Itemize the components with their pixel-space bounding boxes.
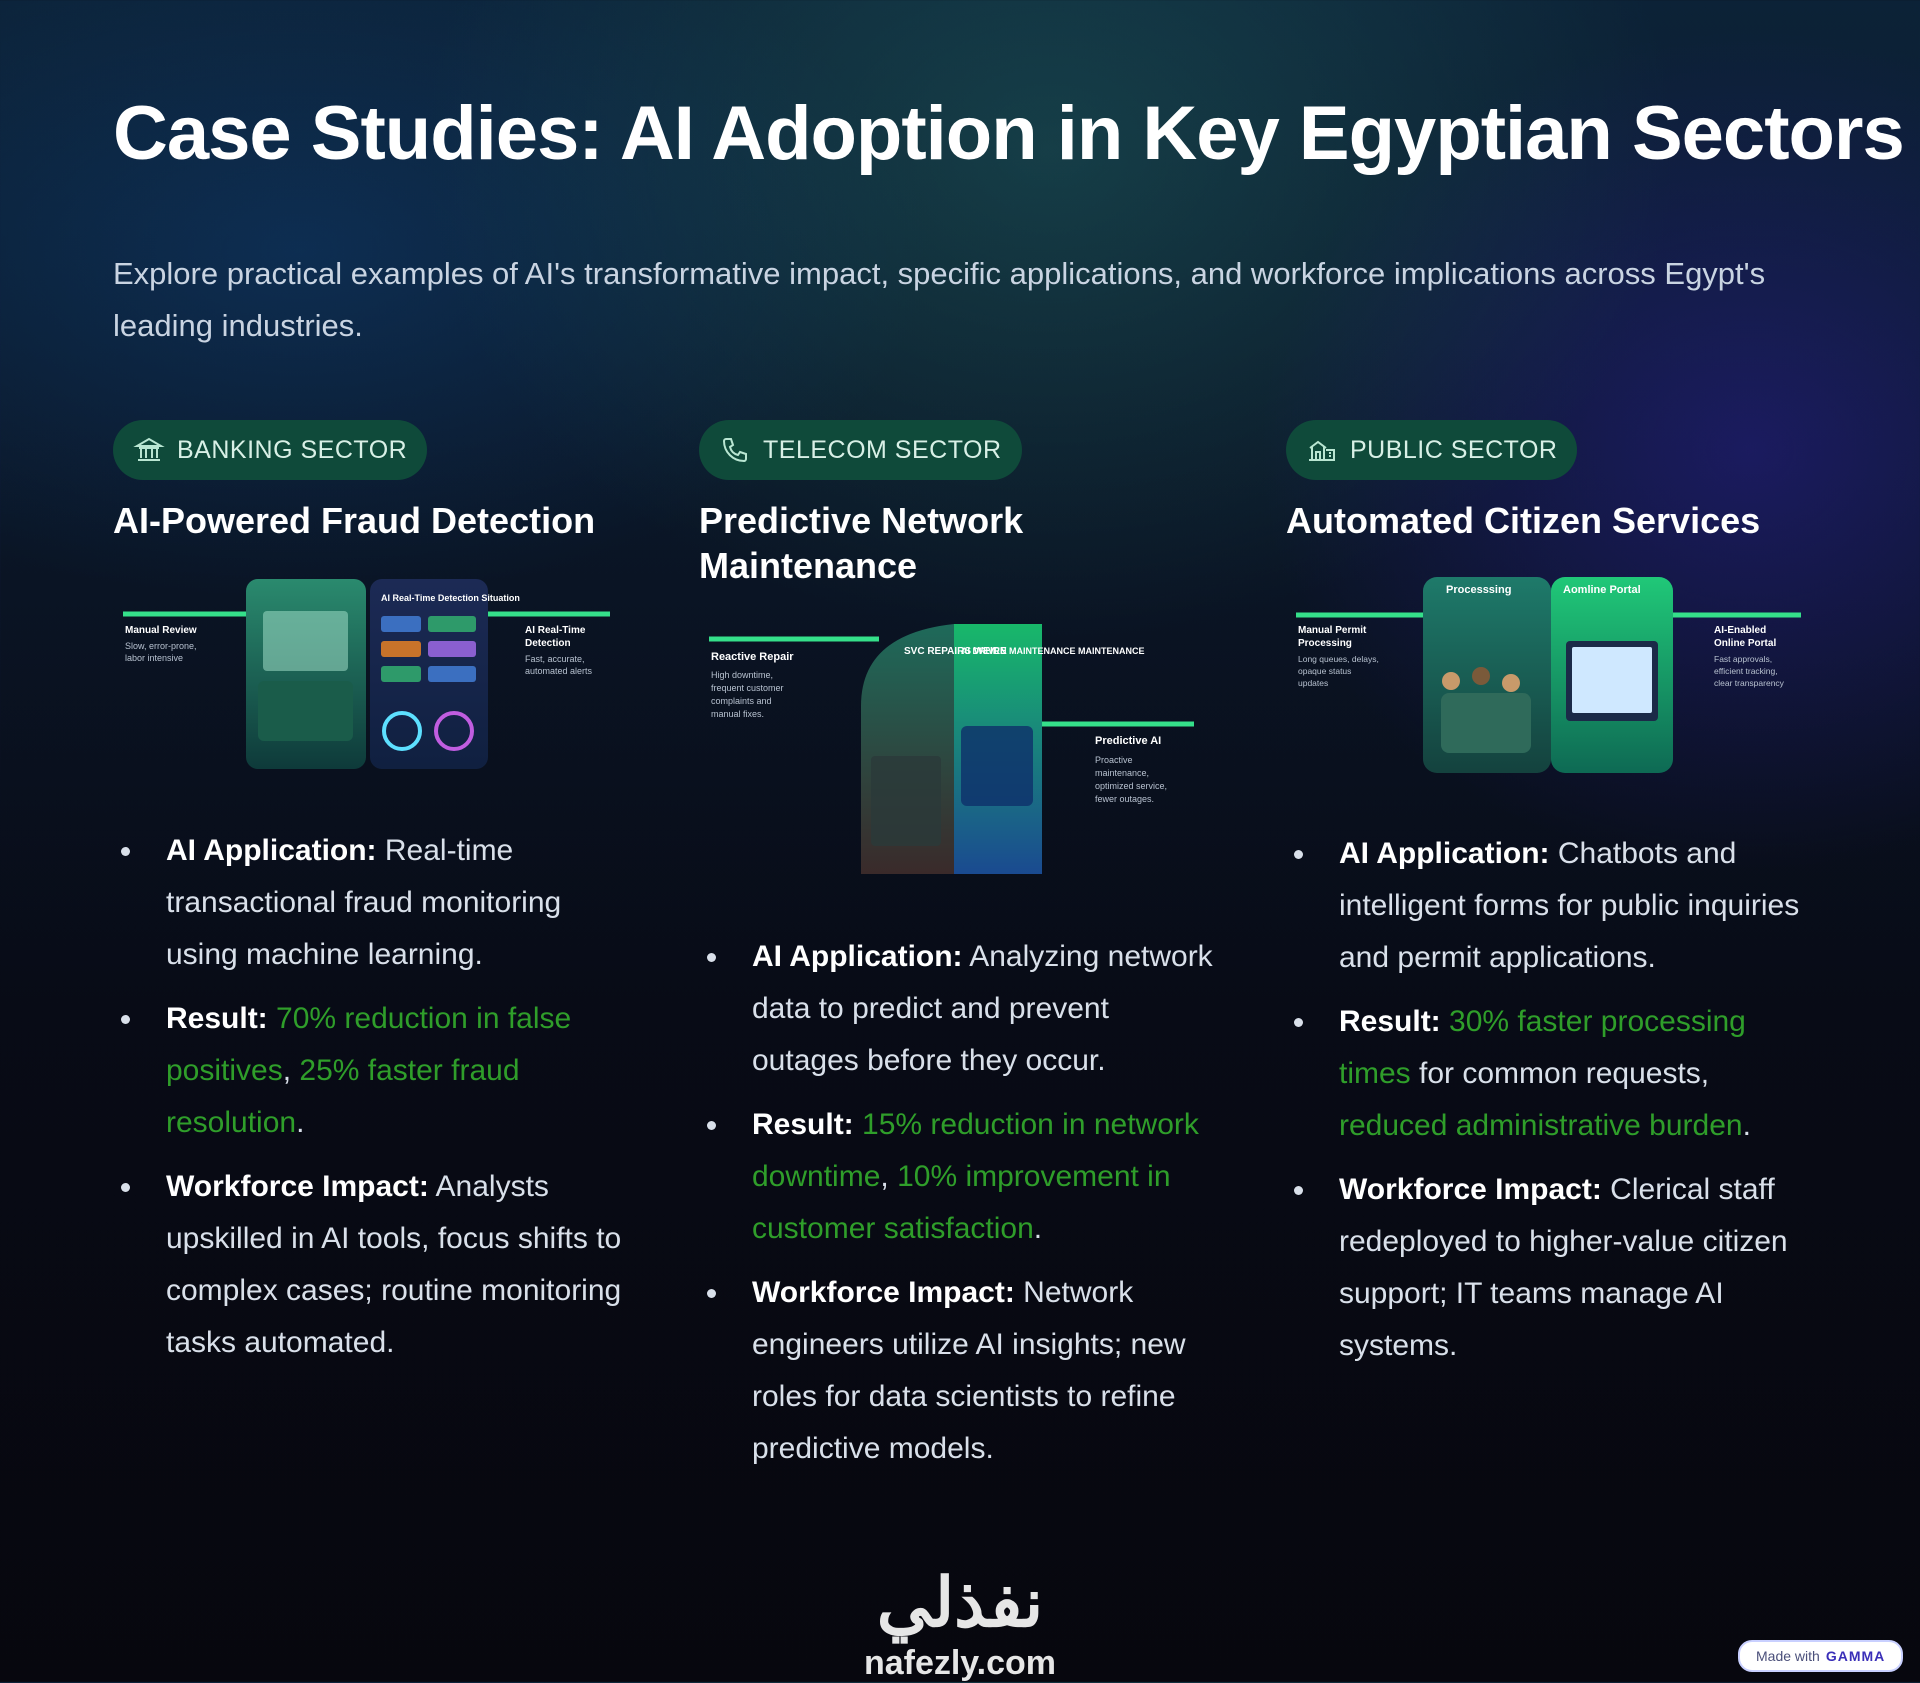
right-desc-line: Proactive [1095, 755, 1133, 765]
bullet-ai-application: AI Application: Chatbots and intelligent… [1286, 828, 1806, 984]
bullet-workforce-impact: Workforce Impact: Clerical staff redeplo… [1286, 1164, 1806, 1372]
sector-badge-label: PUBLIC SECTOR [1350, 435, 1558, 464]
bullet-list: AI Application: Real-time transactional … [113, 825, 633, 1369]
panel-title: SVC REPAIRS WEIRE [904, 646, 1007, 657]
illustration-network-maintenance: SVC REPAIRS WEIRE AI DRIVEN MAINTENANCE … [699, 616, 1209, 881]
case-study-telecom: TELECOM SECTOR Predictive Network Mainte… [699, 420, 1219, 1487]
left-desc-line: manual fixes. [711, 709, 764, 719]
right-label-line: AI-Enabled [1714, 625, 1766, 636]
sector-badge-public: PUBLIC SECTOR [1286, 420, 1578, 480]
left-desc-line: labor intensive [125, 653, 183, 663]
bullet-ai-application: AI Application: Real-time transactional … [113, 825, 633, 981]
government-building-icon [1309, 440, 1335, 461]
right-label-line: AI Real-Time [525, 625, 586, 636]
page-title: Case Studies: AI Adoption in Key Egyptia… [113, 91, 1905, 176]
panel-title: AI Real-Time Detection Situation [381, 593, 520, 603]
right-desc-line: clear transparency [1714, 678, 1785, 688]
sector-badge-banking: BANKING SECTOR [113, 420, 428, 480]
nafezly-logo: نفذلي nafezly.com [830, 1568, 1090, 1683]
illustration-fraud-detection: AI Real-Time Detection Situation Manual … [113, 571, 623, 781]
case-study-public-sector: PUBLIC SECTOR Automated Citizen Services… [1286, 420, 1806, 1384]
bullet-ai-application: AI Application: Analyzing network data t… [699, 931, 1219, 1087]
illustration-citizen-services: Processsing Aomline Portal Manual Permit… [1286, 571, 1801, 786]
page-subtitle: Explore practical examples of AI's trans… [113, 256, 1766, 343]
left-label: Manual Review [125, 625, 197, 636]
panel-title: Processsing [1446, 584, 1511, 596]
right-desc-line: automated alerts [525, 666, 593, 676]
left-label: Reactive Repair [711, 651, 794, 663]
right-desc-line: optimized service, [1095, 781, 1167, 791]
made-with-gamma-badge[interactable]: Made with GAMMA [1738, 1640, 1904, 1672]
left-desc-line: Slow, error-prone, [125, 641, 197, 651]
left-label-line: Manual Permit [1298, 625, 1367, 636]
gamma-prefix: Made with [1756, 1648, 1820, 1664]
panel-title: AI DRIVEN MAINTENANCE MAINTENANCE [961, 646, 1145, 656]
right-desc-line: efficient tracking, [1714, 666, 1778, 676]
bank-icon [133, 437, 165, 461]
gamma-brand: GAMMA [1825, 1648, 1886, 1664]
bullet-list: AI Application: Chatbots and intelligent… [1286, 828, 1806, 1372]
right-label-line: Online Portal [1714, 638, 1776, 649]
right-desc-line: Fast approvals, [1714, 654, 1772, 664]
left-label-line: Processing [1298, 638, 1352, 649]
right-desc-line: fewer outages. [1095, 794, 1154, 804]
sector-badge-label: BANKING SECTOR [177, 435, 408, 464]
right-label-line: Detection [525, 638, 571, 649]
case-study-banking: BANKING SECTOR AI-Powered Fraud Detectio… [113, 420, 633, 1381]
case-title: Automated Citizen Services [1286, 500, 1761, 541]
panel-title: Aomline Portal [1563, 584, 1641, 596]
sector-badge-label: TELECOM SECTOR [763, 435, 1002, 464]
bullet-workforce-impact: Workforce Impact: Network engineers util… [699, 1267, 1219, 1475]
left-desc-line: Long queues, delays, [1298, 654, 1379, 664]
bullet-result: Result: 70% reduction in false positives… [113, 993, 633, 1149]
case-title: Predictive Network Maintenance [699, 500, 1024, 586]
bullet-workforce-impact: Workforce Impact: Analysts upskilled in … [113, 1161, 633, 1369]
bullet-list: AI Application: Analyzing network data t… [699, 931, 1219, 1475]
case-title: AI-Powered Fraud Detection [113, 500, 596, 541]
logo-latin-text: nafezly.com [863, 1644, 1057, 1682]
left-desc-line: High downtime, [711, 670, 773, 680]
left-desc-line: complaints and [711, 696, 772, 706]
bullet-result: Result: 15% reduction in network downtim… [699, 1099, 1219, 1255]
left-desc-line: frequent customer [711, 683, 784, 693]
right-desc-line: Fast, accurate, [525, 654, 585, 664]
left-desc-line: updates [1298, 678, 1328, 688]
left-desc-line: opaque status [1298, 666, 1351, 676]
right-desc-line: maintenance, [1095, 768, 1149, 778]
phone-icon [722, 438, 747, 463]
sector-badge-telecom: TELECOM SECTOR [699, 420, 1022, 480]
bullet-result: Result: 30% faster processing times for … [1286, 996, 1806, 1152]
right-label-line: Predictive AI [1095, 735, 1161, 747]
logo-arabic-text: نفذلي [876, 1565, 1044, 1641]
